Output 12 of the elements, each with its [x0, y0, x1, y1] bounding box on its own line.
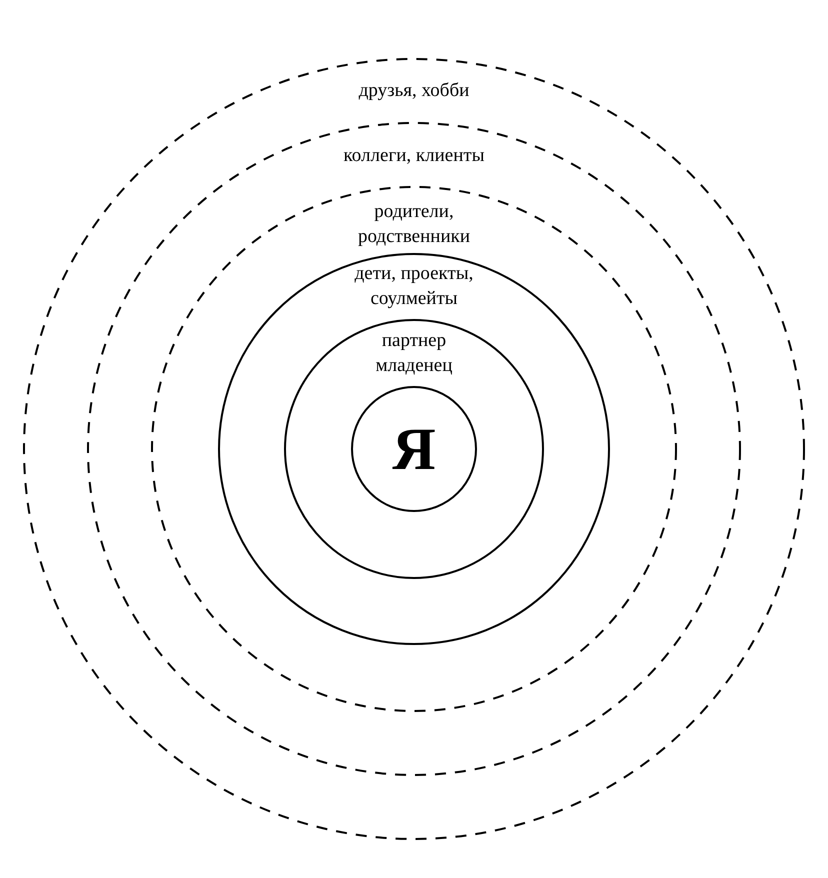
ring [218, 253, 610, 645]
ring-label: друзья, хобби [358, 79, 470, 103]
center-label: Я [392, 419, 436, 479]
ring [351, 386, 477, 512]
ring [23, 58, 805, 840]
ring [284, 319, 544, 579]
ring-label: партнер младенец [374, 329, 454, 378]
ring-label: коллеги, клиенты [344, 144, 484, 168]
ring [151, 186, 677, 712]
ring-label: родители, родственники [356, 200, 472, 249]
ring [87, 122, 741, 776]
ring-label: дети, проекты, соулмейты [354, 262, 474, 311]
